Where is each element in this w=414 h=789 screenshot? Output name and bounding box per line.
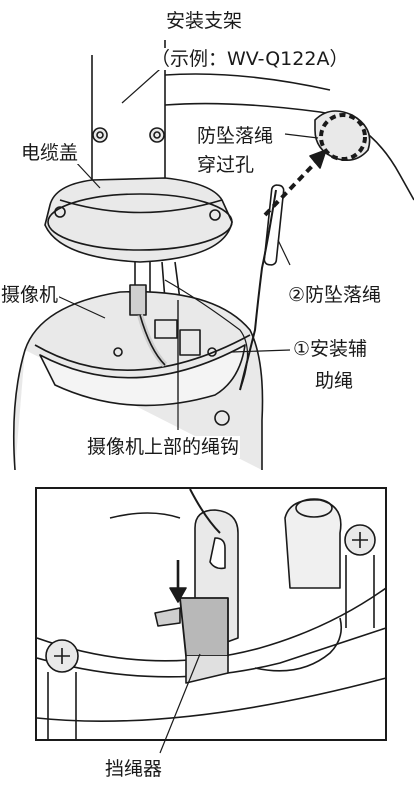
label-safety-wire: ②防坠落绳	[287, 284, 383, 306]
wire-stopper	[179, 597, 229, 657]
safety-hole-highlight	[319, 113, 367, 161]
label-bracket-example: （示例：WV-Q122A）	[150, 48, 350, 70]
label-aux-wire-line1: ①安装辅	[292, 338, 369, 360]
bracket-screw-left	[92, 127, 108, 143]
label-safety-hole-line1: 防坠落绳	[196, 125, 275, 147]
label-camera-hook: 摄像机上部的绳钩	[86, 436, 241, 458]
top-figure-artwork	[12, 40, 414, 470]
bottom-figure-artwork	[35, 487, 387, 754]
safety-hole-bracket	[314, 110, 371, 161]
label-wire-stopper: 挡绳器	[104, 758, 164, 780]
label-bracket-title: 安装支架	[165, 10, 244, 32]
bracket-arm	[164, 102, 414, 201]
label-camera: 摄像机	[0, 284, 60, 306]
cable-cover-body	[44, 177, 233, 263]
label-aux-wire-line2: 助绳	[314, 370, 355, 392]
aux-wire	[164, 279, 249, 391]
bracket-screw-right	[149, 127, 165, 143]
label-safety-hole-line2: 穿过孔	[196, 154, 256, 176]
label-cable-cover: 电缆盖	[20, 142, 80, 164]
